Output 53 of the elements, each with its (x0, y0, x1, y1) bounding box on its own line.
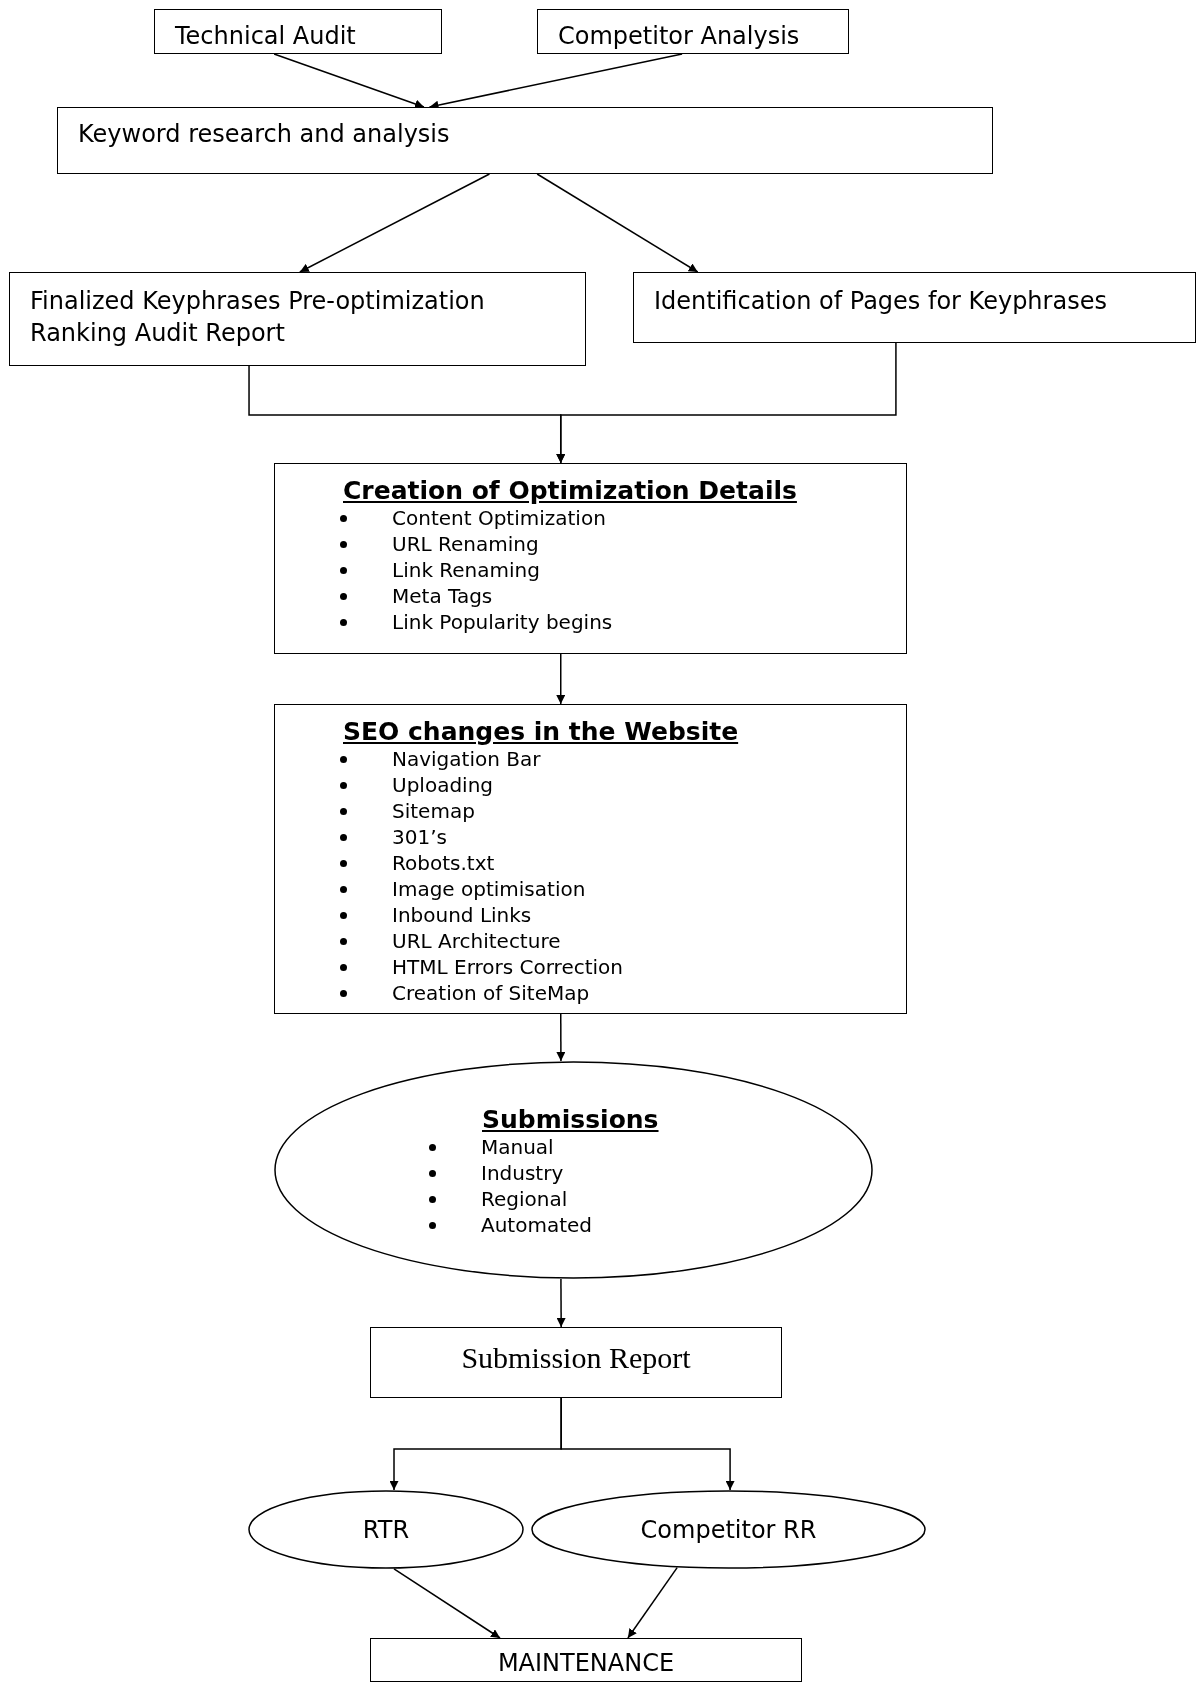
process-box (274, 463, 907, 654)
box-label: Technical Audit (175, 21, 357, 52)
box-label: RTR (361, 1515, 411, 1546)
process-ellipse (531, 1490, 926, 1569)
process-box (537, 9, 849, 54)
arrow (560, 1397, 735, 1491)
arrow (299, 173, 491, 273)
process-ellipse (274, 1061, 873, 1279)
bullet-item: Meta Tags (392, 583, 493, 609)
bullet-item: Sitemap (392, 798, 475, 824)
process-box (9, 272, 586, 366)
bullet-item: Automated (481, 1212, 592, 1238)
bullet-item: Uploading (392, 772, 493, 798)
arrow (273, 53, 425, 109)
bullet-item: Regional (481, 1186, 568, 1212)
bullet-item: 301’s (392, 824, 447, 850)
bullet-item: HTML Errors Correction (392, 954, 623, 980)
process-box (154, 9, 442, 54)
process-box (633, 272, 1196, 343)
arrow (536, 173, 699, 273)
box-label: Submission Report (460, 1342, 692, 1374)
box-label: Competitor RR (639, 1515, 818, 1546)
process-box (57, 107, 993, 174)
arrow (556, 1013, 566, 1062)
arrow (556, 653, 566, 705)
bullet-item: Industry (481, 1160, 564, 1186)
arrow (556, 342, 897, 464)
bullet-item: URL Architecture (392, 928, 561, 954)
box-label: Keyword research and analysis (78, 119, 451, 150)
bullet-item: Inbound Links (392, 902, 532, 928)
process-box (274, 704, 907, 1014)
box-label: Identification of Pages for Keyphrases (654, 286, 1108, 317)
bullet-item: Image optimisation (392, 876, 586, 902)
bullet-item: Navigation Bar (392, 746, 541, 772)
arrow (556, 1278, 566, 1328)
box-label: Finalized Keyphrases Pre-optimization Ranking Audit Report (30, 286, 486, 349)
box-label: MAINTENANCE (496, 1648, 676, 1679)
process-box (370, 1327, 782, 1398)
bullet-item: Link Renaming (392, 557, 540, 583)
box-label: Competitor Analysis (558, 21, 801, 52)
bullet-item: Robots.txt (392, 850, 495, 876)
box-heading: SEO changes in the Website (343, 717, 739, 746)
process-ellipse (248, 1490, 524, 1569)
box-heading: Submissions (482, 1105, 659, 1134)
bullet-item: URL Renaming (392, 531, 539, 557)
process-box (370, 1638, 802, 1682)
bullet-item: Manual (481, 1134, 554, 1160)
bullet-item: Creation of SiteMap (392, 980, 590, 1006)
arrow (627, 1566, 678, 1639)
bullet-item: Link Popularity begins (392, 609, 613, 635)
bullet-item: Content Optimization (392, 505, 606, 531)
arrow (393, 1568, 501, 1639)
box-heading: Creation of Optimization Details (343, 476, 797, 505)
